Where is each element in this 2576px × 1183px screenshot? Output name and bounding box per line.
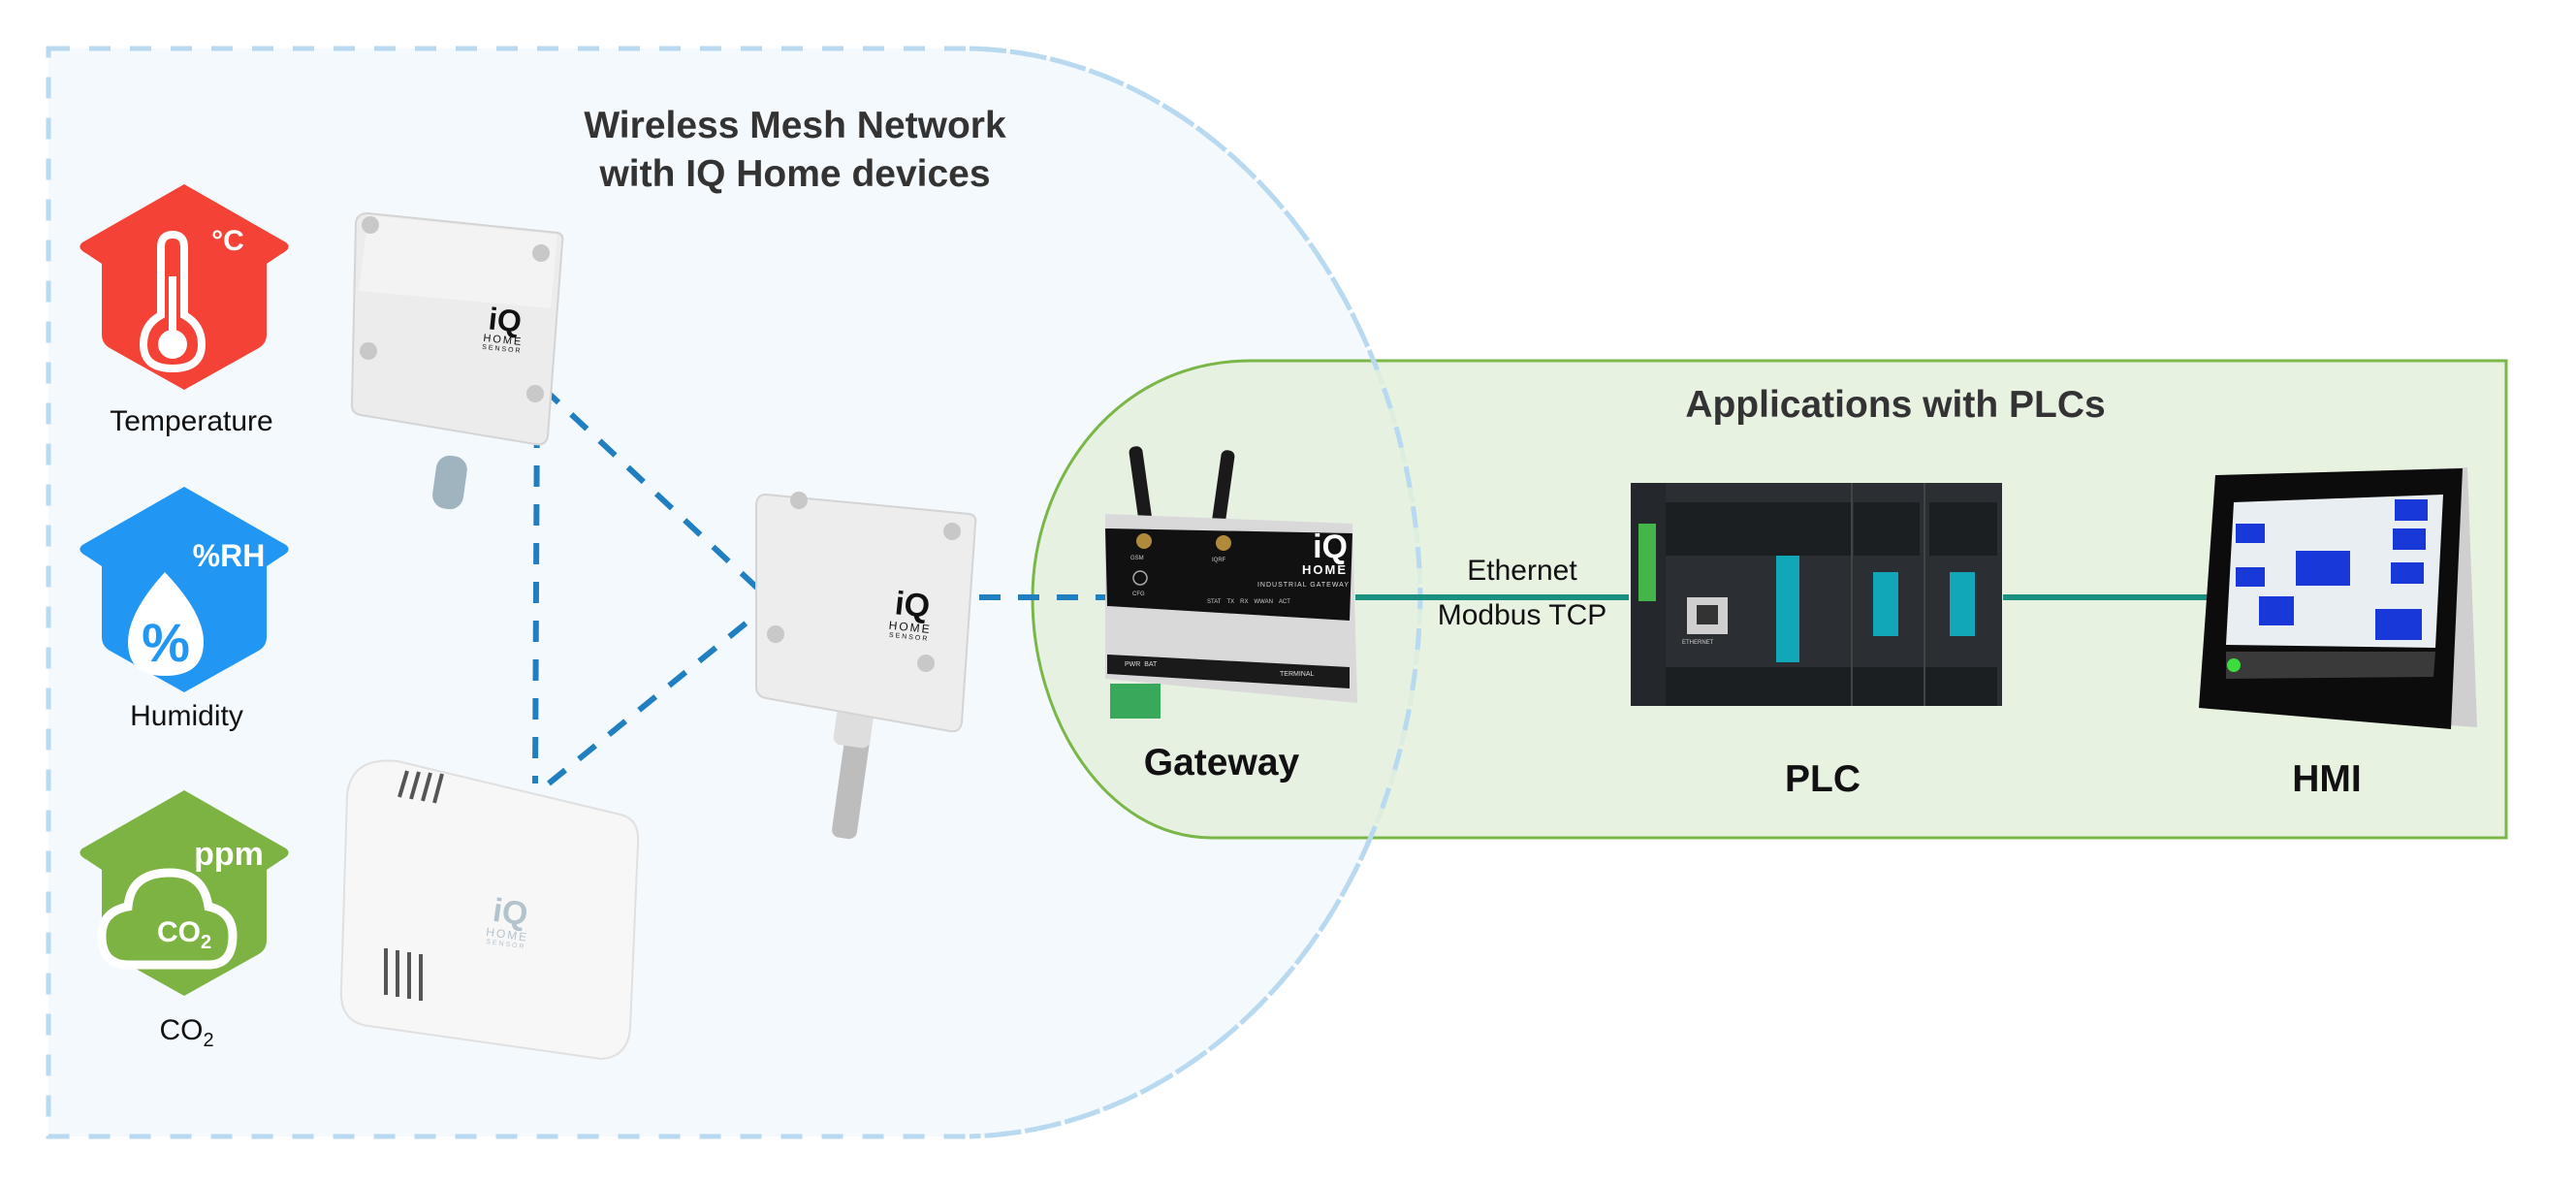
gateway-power-label: PWR BAT: [1125, 661, 1158, 668]
svg-text:%: %: [142, 612, 190, 673]
wireless-region-title-line2: with IQ Home devices: [599, 153, 991, 195]
co2-unit: ppm: [194, 836, 264, 873]
mesh-link-temp-to-co2: [532, 387, 540, 784]
led-rx: RX: [1240, 599, 1249, 605]
co2-icon-text: CO2: [156, 916, 212, 953]
wireless-region-title: Wireless Mesh Network with IQ Home devic…: [543, 102, 1047, 199]
industrial-gateway-device: [1105, 446, 1357, 719]
node-sensor-brand: iQ HOME SENSOR: [888, 585, 933, 644]
temperature-label: Temperature: [110, 405, 273, 437]
gateway-label: Gateway: [1143, 742, 1300, 783]
humidity-unit: %RH: [192, 538, 266, 573]
ethernet-link-label: Ethernet Modbus TCP: [1411, 549, 1634, 638]
wireless-region-title-line1: Wireless Mesh Network: [584, 105, 1006, 146]
gateway-product-name: INDUSTRIAL GATEWAY: [1256, 582, 1350, 589]
humidity-label: Humidity: [130, 700, 243, 732]
plc-region-title: Applications with PLCs: [1685, 384, 2106, 426]
gateway-led-labels: STAT TX RX WWAN ACT: [1207, 599, 1290, 605]
mesh-link-temp-to-node: [540, 385, 764, 594]
co2-badge: [80, 790, 289, 996]
gateway-terminal-label: TERMINAL: [1280, 671, 1315, 678]
humidity-badge: %: [80, 487, 289, 692]
plc-ethernet-port-label: ETHERNET: [1682, 640, 1714, 646]
plc-label: PLC: [1785, 758, 1860, 800]
plc-device: [1631, 483, 2002, 706]
gateway-antenna-label-gsm: GSM: [1130, 556, 1144, 561]
water-drop-percent-icon: [128, 572, 204, 676]
led-stat: STAT: [1207, 599, 1222, 605]
temp-sensor-brand: iQ HOME SENSOR: [481, 301, 524, 356]
hmi-panel-device: [2199, 467, 2477, 729]
temperature-unit: °C: [211, 225, 244, 257]
co2-sensor-brand: iQ HOME SENSOR: [485, 891, 530, 951]
co2-label: CO2: [159, 1014, 214, 1051]
gateway-brand: iQ HOME: [1302, 528, 1348, 577]
co2-cloud-icon: [97, 868, 238, 970]
temperature-humidity-sensor: [350, 211, 564, 510]
router-sensor-node: [755, 492, 977, 840]
thermometer-icon: [139, 230, 207, 373]
led-wwan: WWAN: [1254, 599, 1273, 605]
ethernet-link-label-line2: Modbus TCP: [1437, 599, 1607, 631]
gateway-cfg-label: CFG: [1132, 592, 1145, 597]
led-act: ACT: [1278, 599, 1290, 605]
mesh-links: [532, 385, 1105, 786]
co2-sensor: [339, 759, 640, 1061]
led-tx: TX: [1226, 599, 1235, 605]
mesh-link-co2-to-node: [547, 608, 763, 786]
ethernet-link-label-line1: Ethernet: [1467, 555, 1577, 587]
temperature-badge: °C: [80, 184, 289, 390]
hmi-label: HMI: [2292, 758, 2362, 800]
gateway-antenna-label-iqrf: IQRF: [1212, 558, 1226, 563]
